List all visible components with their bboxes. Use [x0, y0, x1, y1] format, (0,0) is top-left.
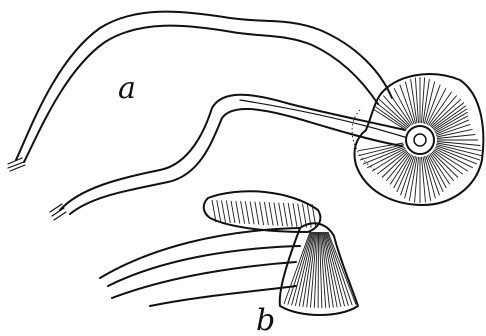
disc-hatch-line — [409, 157, 417, 201]
fan-hatch-line — [264, 202, 268, 225]
disc-hatch-line — [382, 152, 408, 178]
fan-hatch-line — [269, 202, 273, 225]
specimen-b-lamina-1 — [100, 228, 300, 278]
fan-hatch-line — [222, 200, 226, 222]
fan-hatch-line — [260, 202, 264, 225]
disc-hatch-line — [437, 142, 480, 146]
fan-hatch-line — [217, 200, 221, 222]
label-b: b — [256, 303, 275, 336]
fan-hatch-line — [245, 201, 249, 224]
specimen-b: b — [100, 191, 358, 336]
disc-hatch-line — [437, 129, 473, 137]
specimen-a-tuft-upper — [8, 158, 25, 171]
specimen-a-upper-stalk-outer — [16, 12, 392, 160]
disc-hatch-line — [437, 135, 475, 139]
fan-hatch-line — [283, 203, 287, 226]
specimen-b-lamina-3 — [112, 262, 296, 298]
fan-hatch-line — [236, 201, 240, 223]
fan-hatch-line — [231, 201, 235, 223]
fan-hatch-line — [298, 203, 302, 227]
disc-hatch-line — [422, 157, 426, 203]
fan-hatch-line — [327, 232, 352, 305]
disc-hatch-line — [388, 92, 411, 125]
fan-hatch-line — [241, 201, 245, 224]
specimen-b-lamina-2 — [108, 246, 300, 286]
fan-hatch-line — [226, 201, 230, 223]
fan-hatch-line — [288, 232, 311, 305]
fan-hatch-line — [293, 203, 297, 227]
fan-hatch-line — [279, 203, 283, 226]
label-a: a — [118, 71, 136, 106]
fan-hatch-line — [284, 232, 310, 304]
specimen-a-upper-stalk-inner — [24, 26, 378, 162]
disc-hatch-line — [431, 153, 454, 181]
disc-hatch-line — [437, 143, 482, 151]
fan-hatch-line — [255, 202, 259, 225]
specimen-a-strand — [240, 100, 408, 138]
disc-hatch-line — [423, 157, 431, 201]
specimen-a-disc-core — [414, 134, 426, 146]
fan-hatch-line — [295, 232, 312, 306]
specimen-a: a — [8, 12, 483, 220]
fan-hatch-line — [288, 203, 292, 227]
disc-hatch-line — [429, 92, 452, 125]
disc-hatch-line — [415, 157, 419, 203]
disc-hatch-line — [386, 153, 409, 181]
disc-hatch-line — [436, 120, 469, 134]
fan-hatch-line — [274, 203, 278, 226]
disc-hatch-line — [432, 152, 458, 178]
fan-hatch-line — [250, 202, 254, 225]
disc-hatch-line — [358, 143, 403, 151]
